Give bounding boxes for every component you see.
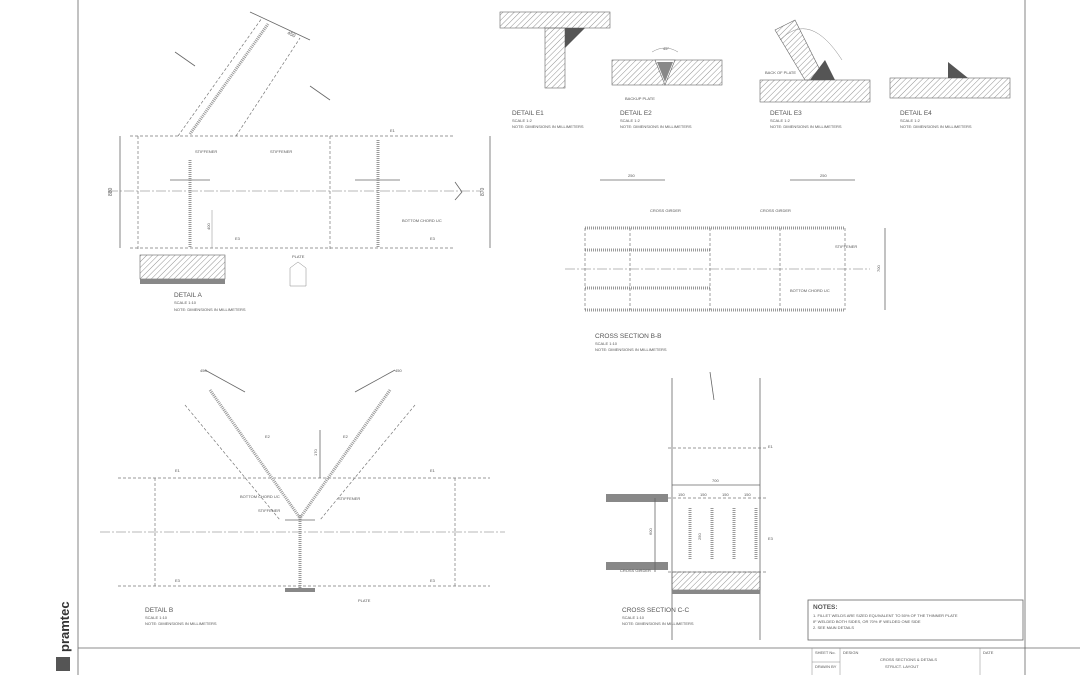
svg-text:SCALE 1:10: SCALE 1:10	[174, 300, 197, 305]
svg-text:250: 250	[697, 533, 702, 540]
svg-text:E2: E2	[265, 434, 271, 439]
svg-text:BOTTOM CHORD UC: BOTTOM CHORD UC	[790, 288, 830, 293]
svg-text:DETAIL E1: DETAIL E1	[512, 110, 544, 117]
svg-text:NOTE: DIMENSIONS IN MILLIMETER: NOTE: DIMENSIONS IN MILLIMETERS	[770, 124, 842, 129]
svg-text:E2: E2	[343, 434, 349, 439]
svg-text:880: 880	[108, 187, 114, 196]
svg-text:BACKUP PLATE: BACKUP PLATE	[625, 96, 655, 101]
svg-text:150: 150	[744, 492, 751, 497]
svg-text:250: 250	[820, 173, 827, 178]
svg-text:SCALE 1:2: SCALE 1:2	[620, 118, 641, 123]
svg-text:NOTE: DIMENSIONS IN MILLIMETER: NOTE: DIMENSIONS IN MILLIMETERS	[174, 307, 246, 312]
svg-text:CROSS SECTION C-C: CROSS SECTION C-C	[622, 607, 689, 614]
svg-text:STRUCT. LAYOUT: STRUCT. LAYOUT	[885, 664, 919, 669]
svg-text:NOTE: DIMENSIONS IN MILLIMETER: NOTE: DIMENSIONS IN MILLIMETERS	[622, 621, 694, 626]
svg-text:DESIGN: DESIGN	[843, 650, 858, 655]
weld-detail-e1: DETAIL E1 SCALE 1:2 NOTE: DIMENSIONS IN …	[499, 11, 611, 129]
svg-text:NOTE: DIMENSIONS IN MILLIMETER: NOTE: DIMENSIONS IN MILLIMETERS	[620, 124, 692, 129]
title-block: SHEET No. DRAWN BY DESIGN DATE CROSS SEC…	[811, 648, 994, 675]
svg-text:NOTE: DIMENSIONS IN MILLIMETER: NOTE: DIMENSIONS IN MILLIMETERS	[145, 621, 217, 626]
svg-text:STIFFENER: STIFFENER	[258, 508, 280, 513]
svg-text:BOTTOM CHORD UC: BOTTOM CHORD UC	[240, 494, 280, 499]
svg-text:SCALE 1:2: SCALE 1:2	[512, 118, 533, 123]
svg-text:STIFFENER: STIFFENER	[338, 496, 360, 501]
svg-text:DETAIL B: DETAIL B	[145, 607, 173, 614]
svg-text:2. SEE MAIN DETAILS: 2. SEE MAIN DETAILS	[813, 625, 854, 630]
svg-text:150: 150	[700, 492, 707, 497]
svg-text:700: 700	[712, 478, 719, 483]
svg-text:E1: E1	[175, 468, 181, 473]
svg-text:870: 870	[480, 187, 486, 196]
svg-text:E1: E1	[430, 468, 436, 473]
svg-text:400: 400	[206, 223, 211, 230]
svg-text:CROSS GIRDER: CROSS GIRDER	[620, 568, 651, 573]
weld-detail-e4: DETAIL E4 SCALE 1:2 NOTE: DIMENSIONS IN …	[889, 62, 1011, 129]
svg-text:DETAIL E4: DETAIL E4	[900, 110, 932, 117]
weld-detail-e3: BACK OF PLATE DETAIL E3 SCALE 1:2 NOTE: …	[759, 19, 871, 129]
svg-text:170: 170	[313, 449, 318, 456]
svg-text:E1: E1	[390, 128, 396, 133]
detail-a: 450 880 870 400 STIFFENER STIFFENER BOTT…	[108, 11, 491, 312]
svg-text:E1: E1	[768, 444, 774, 449]
svg-text:SCALE 1:10: SCALE 1:10	[622, 615, 645, 620]
svg-text:SCALE 1:2: SCALE 1:2	[900, 118, 921, 123]
svg-text:150: 150	[722, 492, 729, 497]
svg-text:450: 450	[395, 368, 402, 373]
svg-text:450: 450	[286, 30, 296, 39]
svg-text:DETAIL E3: DETAIL E3	[770, 110, 802, 117]
cross-section-cc: 700 150 150 150 150 600 250 CROSS GIRDER…	[606, 371, 774, 640]
svg-text:IF WELDED BOTH SIDES, OR 70% I: IF WELDED BOTH SIDES, OR 70% IF WELDED O…	[813, 619, 921, 624]
svg-text:PLATE: PLATE	[358, 598, 371, 603]
svg-text:45°: 45°	[663, 46, 669, 51]
sheet-frame	[77, 0, 1080, 675]
svg-text:1. FILLET WELDS ARE SIZED EQUI: 1. FILLET WELDS ARE SIZED EQUIVALENT TO …	[813, 613, 958, 618]
svg-text:DRAWN BY: DRAWN BY	[815, 664, 837, 669]
svg-text:600: 600	[648, 528, 653, 535]
svg-text:250: 250	[628, 173, 635, 178]
svg-text:DETAIL A: DETAIL A	[174, 292, 202, 299]
svg-text:CROSS SECTIONS & DETAILS: CROSS SECTIONS & DETAILS	[880, 657, 937, 662]
svg-text:700: 700	[876, 265, 881, 272]
svg-text:NOTES:: NOTES:	[813, 604, 838, 611]
svg-text:pramtec: pramtec	[57, 601, 72, 652]
svg-text:150: 150	[678, 492, 685, 497]
svg-text:DATE: DATE	[983, 650, 994, 655]
detail-b: 450 450 170 BOTTOM CHORD UC STIFFENER ST…	[100, 368, 505, 626]
svg-text:SHEET No.: SHEET No.	[815, 650, 836, 655]
pramtec-logo: pramtec	[56, 601, 72, 671]
svg-text:E3: E3	[235, 236, 241, 241]
svg-text:CROSS GIRDER: CROSS GIRDER	[760, 208, 791, 213]
svg-text:SCALE 1:2: SCALE 1:2	[770, 118, 791, 123]
svg-text:SCALE 1:10: SCALE 1:10	[145, 615, 168, 620]
svg-text:CROSS SECTION B-B: CROSS SECTION B-B	[595, 333, 661, 340]
svg-text:450: 450	[200, 368, 207, 373]
weld-detail-e2: 45° BACKUP PLATE DETAIL E2 SCALE 1:2 NOT…	[611, 46, 723, 129]
svg-text:PLATE: PLATE	[292, 254, 305, 259]
cross-section-bb: 250 250 700 CROSS GIRDER CROSS GIRDER BO…	[565, 173, 886, 352]
svg-text:E3: E3	[430, 236, 436, 241]
svg-text:STIFFENER: STIFFENER	[195, 149, 217, 154]
svg-text:NOTE: DIMENSIONS IN MILLIMETER: NOTE: DIMENSIONS IN MILLIMETERS	[900, 124, 972, 129]
svg-text:BOTTOM CHORD UC: BOTTOM CHORD UC	[402, 218, 442, 223]
svg-text:CROSS GIRDER: CROSS GIRDER	[650, 208, 681, 213]
svg-text:E3: E3	[768, 536, 774, 541]
svg-text:DETAIL E2: DETAIL E2	[620, 110, 652, 117]
svg-text:NOTE: DIMENSIONS IN MILLIMETER: NOTE: DIMENSIONS IN MILLIMETERS	[512, 124, 584, 129]
svg-text:BACK OF PLATE: BACK OF PLATE	[765, 70, 796, 75]
svg-text:STIFFENER: STIFFENER	[270, 149, 292, 154]
svg-text:E3: E3	[430, 578, 436, 583]
svg-text:E3: E3	[175, 578, 181, 583]
svg-text:NOTE: DIMENSIONS IN MILLIMETER: NOTE: DIMENSIONS IN MILLIMETERS	[595, 347, 667, 352]
svg-text:SCALE 1:10: SCALE 1:10	[595, 341, 618, 346]
notes-box: NOTES: 1. FILLET WELDS ARE SIZED EQUIVAL…	[807, 599, 1024, 641]
svg-text:STIFFENER: STIFFENER	[835, 244, 857, 249]
